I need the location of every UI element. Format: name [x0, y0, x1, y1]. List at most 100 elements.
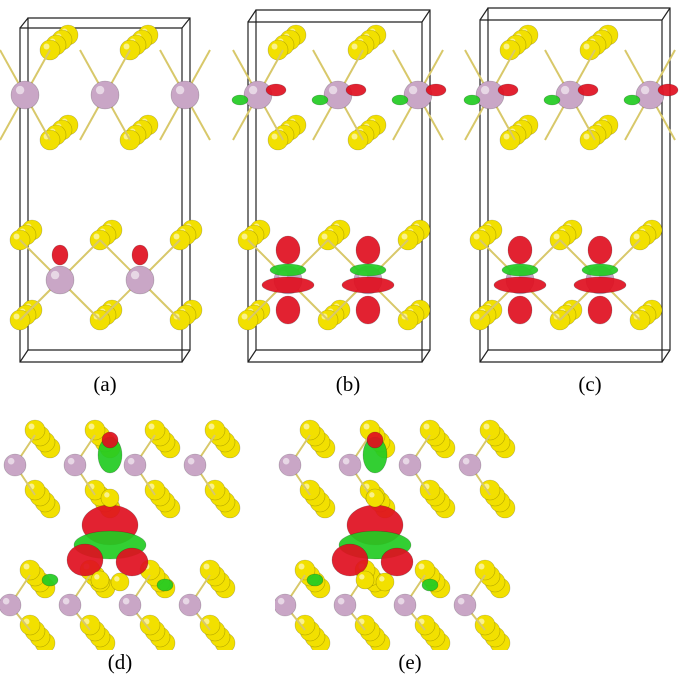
accumulation-lobe: [507, 235, 533, 265]
metal-atom-highlight: [402, 457, 410, 465]
sulfur-atom: [479, 419, 501, 441]
sulfur-atom-highlight: [88, 423, 95, 430]
accumulation-lobe: [425, 83, 447, 97]
sulfur-atom-highlight: [148, 423, 155, 430]
accumulation-ring: [261, 276, 315, 294]
panel-b-label: (b): [335, 372, 361, 396]
metal-atom: [125, 265, 155, 295]
metal-atom-highlight: [50, 270, 60, 280]
panel-d: (d): [0, 400, 260, 674]
accumulation-lobe: [131, 244, 149, 266]
metal-atom: [475, 80, 505, 110]
metal-atom-highlight: [15, 85, 25, 95]
accumulation-lobe: [380, 547, 414, 577]
metal-atom-highlight: [130, 270, 140, 280]
panel-b: (b): [228, 0, 458, 396]
sulfur-atom-highlight: [583, 43, 590, 50]
sulfur-atom-highlight: [94, 574, 100, 580]
metal-atom: [403, 80, 433, 110]
sulfur-atom-highlight: [418, 563, 425, 570]
accumulation-lobe: [115, 547, 149, 577]
panel-b-structure: [231, 9, 447, 363]
accumulation-lobe: [587, 235, 613, 265]
metal-atom: [63, 453, 87, 477]
sulfur-atom-highlight: [363, 423, 370, 430]
depletion-lobe: [463, 94, 481, 106]
metal-atom-highlight: [462, 457, 470, 465]
panel-e-structure: [275, 419, 516, 650]
panel-a-structure: [0, 17, 211, 363]
sulfur-atom-highlight: [583, 133, 590, 140]
accumulation-lobe: [345, 83, 367, 97]
accumulation-lobe: [275, 235, 301, 265]
metal-atom-highlight: [175, 85, 185, 95]
sulfur-atom: [474, 559, 496, 581]
accumulation-ring: [493, 276, 547, 294]
sulfur-atom-highlight: [401, 233, 408, 240]
metal-atom: [178, 593, 202, 617]
charge-isosurface: [463, 83, 679, 325]
sulfur-atom: [19, 559, 41, 581]
sulfur-atom-highlight: [423, 423, 430, 430]
lower-layer: [0, 559, 236, 650]
sulfur-atom: [24, 419, 46, 441]
sulfur-atom: [19, 614, 41, 636]
depletion-lobe: [41, 573, 59, 587]
metal-atom: [58, 593, 82, 617]
sulfur-atom-highlight: [114, 576, 120, 582]
bottom-layer: [9, 219, 203, 331]
metal-atom: [3, 453, 27, 477]
metal-atom: [393, 593, 417, 617]
accumulation-lobe: [577, 83, 599, 97]
panel-c-label: (c): [578, 372, 602, 396]
sulfur-atom-highlight: [28, 423, 35, 430]
interface-isosurface: [41, 431, 174, 592]
depletion-lobe: [623, 94, 641, 106]
metal-atom: [323, 80, 353, 110]
sulfur-atom-highlight: [104, 492, 110, 498]
sulfur-atom: [79, 614, 101, 636]
sulfur-atom: [199, 614, 221, 636]
metal-atom-highlight: [328, 85, 338, 95]
sulfur-atom-highlight: [93, 233, 100, 240]
accumulation-lobe: [497, 83, 519, 97]
top-layer: [232, 24, 444, 151]
metal-atom-highlight: [248, 85, 258, 95]
sulfur-atom-highlight: [298, 563, 305, 570]
sulfur-atom-highlight: [13, 233, 20, 240]
panel-c: (c): [460, 0, 685, 396]
metal-atom-highlight: [62, 597, 70, 605]
sulfur-atom: [365, 488, 385, 508]
accumulation-lobe: [355, 235, 381, 265]
upper-layer: [278, 419, 516, 519]
accumulation-lobe: [275, 295, 301, 325]
depletion-lobe: [306, 573, 324, 587]
metal-atom-highlight: [397, 597, 405, 605]
sulfur-atom-highlight: [369, 492, 375, 498]
depletion-lobe: [501, 263, 539, 277]
sulfur-atom-highlight: [478, 563, 485, 570]
sulfur-atom: [199, 559, 221, 581]
sulfur-atom-highlight: [13, 313, 20, 320]
metal-atom: [243, 80, 273, 110]
metal-atom: [555, 80, 585, 110]
metal-atom-highlight: [282, 457, 290, 465]
metal-atom: [398, 453, 422, 477]
panel-e: (e): [275, 400, 535, 674]
metal-atom: [333, 593, 357, 617]
accumulation-lobe: [587, 295, 613, 325]
metal-atom: [635, 80, 665, 110]
metal-atom-highlight: [337, 597, 345, 605]
metal-atom: [453, 593, 477, 617]
metal-atom-highlight: [342, 457, 350, 465]
depletion-lobe: [269, 263, 307, 277]
panel-a: (a): [0, 0, 230, 396]
metal-atom: [183, 453, 207, 477]
sulfur-atom: [84, 419, 106, 441]
accumulation-ring: [573, 276, 627, 294]
sulfur-atom-highlight: [321, 233, 328, 240]
metal-atom-highlight: [408, 85, 418, 95]
sulfur-atom: [355, 570, 375, 590]
depletion-lobe: [543, 94, 561, 106]
panel-e-label: (e): [398, 650, 422, 674]
